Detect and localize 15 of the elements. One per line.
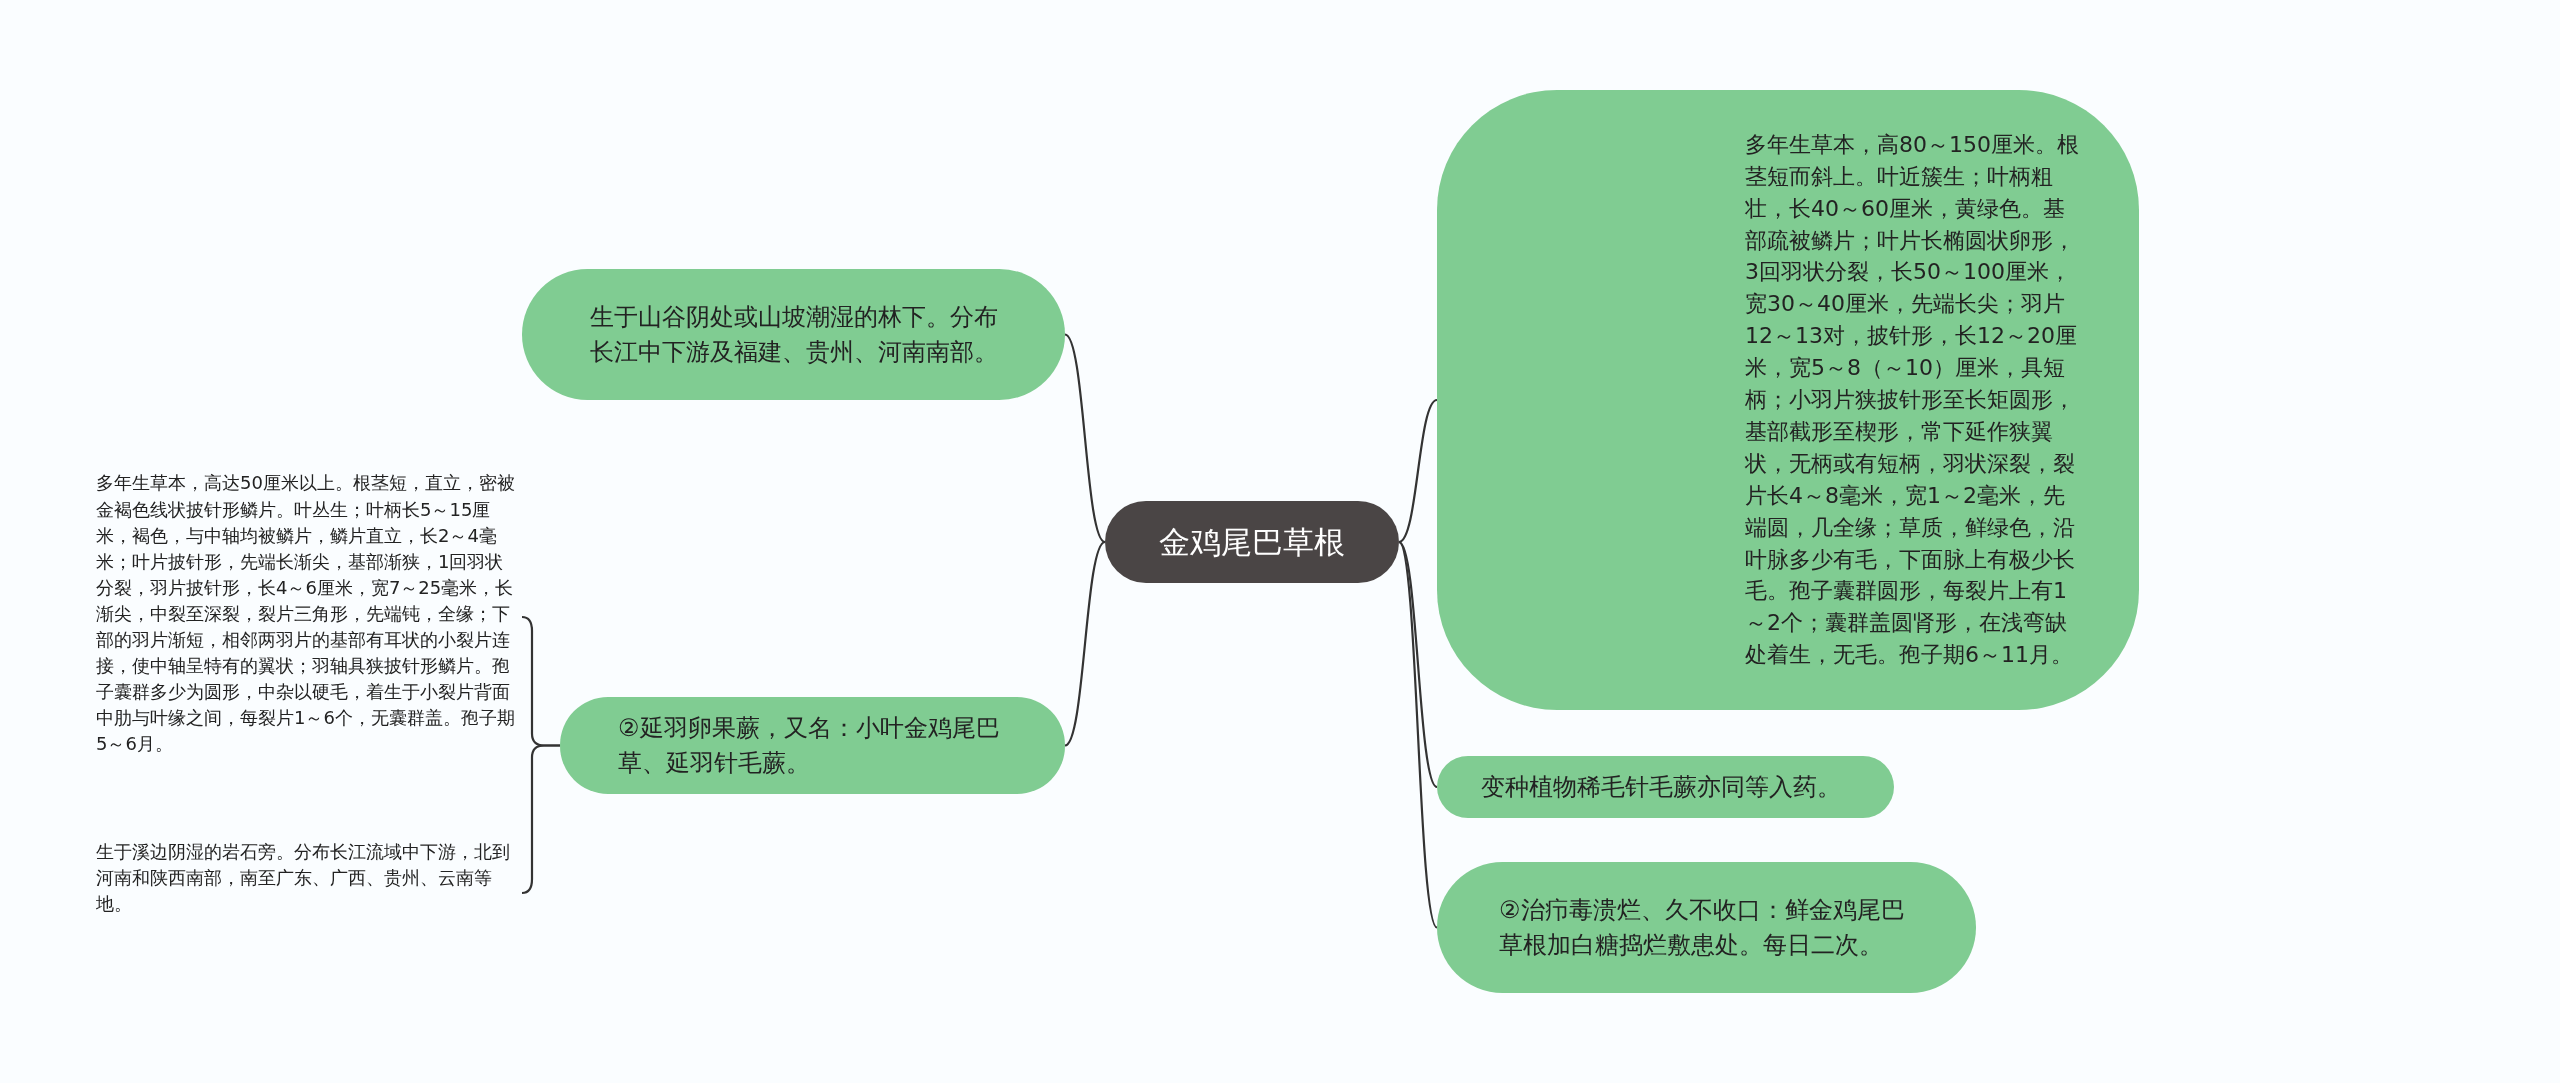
connector-line [1398, 541, 1438, 788]
connector-line [1064, 541, 1106, 747]
topic-text: ②治疖毒溃烂、久不收口：鲜金鸡尾巴草根加白糖捣烂敷患处。每日二次。 [1499, 894, 1906, 961]
topic-text: ②延羽卵果蕨，又名：小叶金鸡尾巴草、延羽针毛蕨。 [618, 712, 1001, 779]
connector-line [521, 744, 560, 895]
connector-line [1398, 541, 1438, 929]
topic-box [1437, 90, 2139, 710]
note-text: 生于溪边阴湿的岩石旁。分布长江流域中下游，北到河南和陕西南部，南至广东、广西、贵州、云南等地。 [96, 839, 511, 917]
topic-text: 多年生草本，高80～150厘米。根茎短而斜上。叶近簇生；叶柄粗壮，长40～60厘米，黄绿色。基部疏被鳞片；叶片长椭圆状卵形，3回羽状分裂，长50～100厘米，宽30～40厘米，先端长尖；羽片12～13对，披针形，长12～20厘米，宽5～8（～10）厘米，具短柄；小羽片狭披针形至长矩圆形，基部截形至楔形，常下延作狭翼状，无柄或有短柄，羽状深裂，裂片长4～8毫米，宽1～2毫米，先端圆，几全缘；草质，鲜绿色，沿叶脉多少有毛，下面脉上有极少长毛。孢子囊群圆形，每裂片上有1～2个；囊群盖圆肾形，在浅弯缺处着生，无毛。孢子期6～11月。 [1745, 130, 2079, 670]
topic-text: 金鸡尾巴草根 [1159, 522, 1345, 562]
connector-line [1398, 399, 1438, 543]
topic-text: 生于山谷阴处或山坡潮湿的林下。分布长江中下游及福建、贵州、河南南部。 [590, 301, 999, 368]
topic-text: 变种植物稀毛针毛蕨亦同等入药。 [1481, 771, 1841, 803]
note-text: 多年生草本，高达50厘米以上。根茎短，直立，密被金褐色线状披针形鳞片。叶丛生；叶柄长5～15厘米，褐色，与中轴均被鳞片，鳞片直立，长2～4毫米；叶片披针形，先端长渐尖，基部渐狭，1回羽状分裂，羽片披针形，长4～6厘米，宽7～25毫米，长渐尖，中裂至深裂，裂片三角形，先端钝，全缘；下部的羽片渐短，相邻两羽片的基部有耳状的小裂片连接，使中轴呈特有的翼状；羽轴具狭披针形鳞片。孢子囊群多少为圆形，中杂以硬毛，着生于小裂片背面中肋与叶缘之间，每裂片1～6个，无囊群盖。孢子期5～6月。 [96, 471, 516, 757]
connector-line [1064, 333, 1106, 543]
